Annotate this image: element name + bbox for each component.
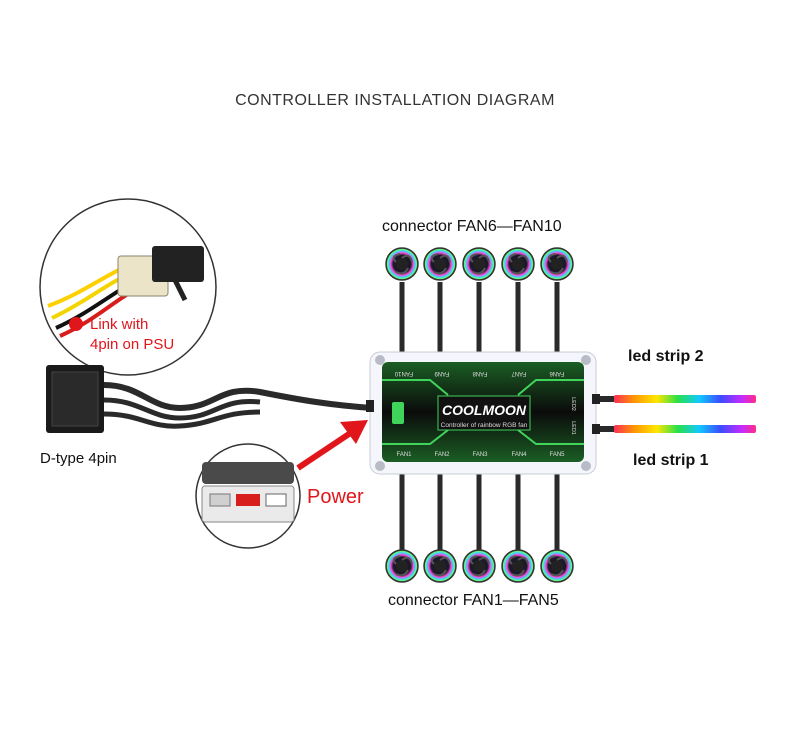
psu-link-note: Link with 4pin on PSU [90,315,174,355]
fan-icon [423,247,457,281]
port-label-led1: LED1 [570,421,576,435]
fan-icon [540,549,574,583]
bottom-fans [385,549,574,583]
port-label-fan10: FAN10 [394,370,413,376]
psu-connector-zoom [39,198,217,376]
connector-top-label: connector FAN6—FAN10 [382,218,562,235]
power-port-zoom [195,443,301,549]
controller-box: COOLMOON Controller of rainbow RGB fan F… [366,351,600,475]
psu-link-line2: 4pin on PSU [90,336,175,353]
power-label: Power [307,486,364,508]
led-strip-2-label: led strip 2 [628,348,704,365]
port-label-fan7: FAN7 [511,370,527,376]
dtype-connector [46,365,373,433]
port-label-fan5: FAN5 [549,452,565,458]
diagram-title: CONTROLLER INSTALLATION DIAGRAM [235,92,555,109]
port-label-fan8: FAN8 [472,370,488,376]
top-fans [385,247,574,281]
controller-brand: COOLMOON [442,402,527,418]
power-arrow [296,420,368,471]
led-strip-1-label: led strip 1 [633,452,709,469]
top-fan-cables [399,282,560,355]
port-label-fan2: FAN2 [434,452,450,458]
port-label-fan3: FAN3 [472,452,488,458]
bottom-fan-cables [399,472,560,552]
fan-icon [501,247,535,281]
led-strip-1 [600,425,756,433]
psu-link-line1: Link with [90,316,149,333]
fan-icon [423,549,457,583]
port-label-fan4: FAN4 [511,452,527,458]
port-label-fan9: FAN9 [434,370,450,376]
fan-icon [385,247,419,281]
fan-icon [462,247,496,281]
port-label-fan1: FAN1 [396,452,412,458]
fan-icon [462,549,496,583]
fan-icon [385,549,419,583]
fan-icon [540,247,574,281]
port-label-fan6: FAN6 [549,370,565,376]
connector-bottom-label: connector FAN1—FAN5 [388,592,559,609]
led-strip-2 [600,395,756,403]
port-label-led2: LED2 [570,397,576,411]
dtype-label: D-type 4pin [40,450,117,467]
controller-subtitle: Controller of rainbow RGB fan [441,422,528,429]
psu-red-dot [69,317,83,331]
fan-icon [501,549,535,583]
